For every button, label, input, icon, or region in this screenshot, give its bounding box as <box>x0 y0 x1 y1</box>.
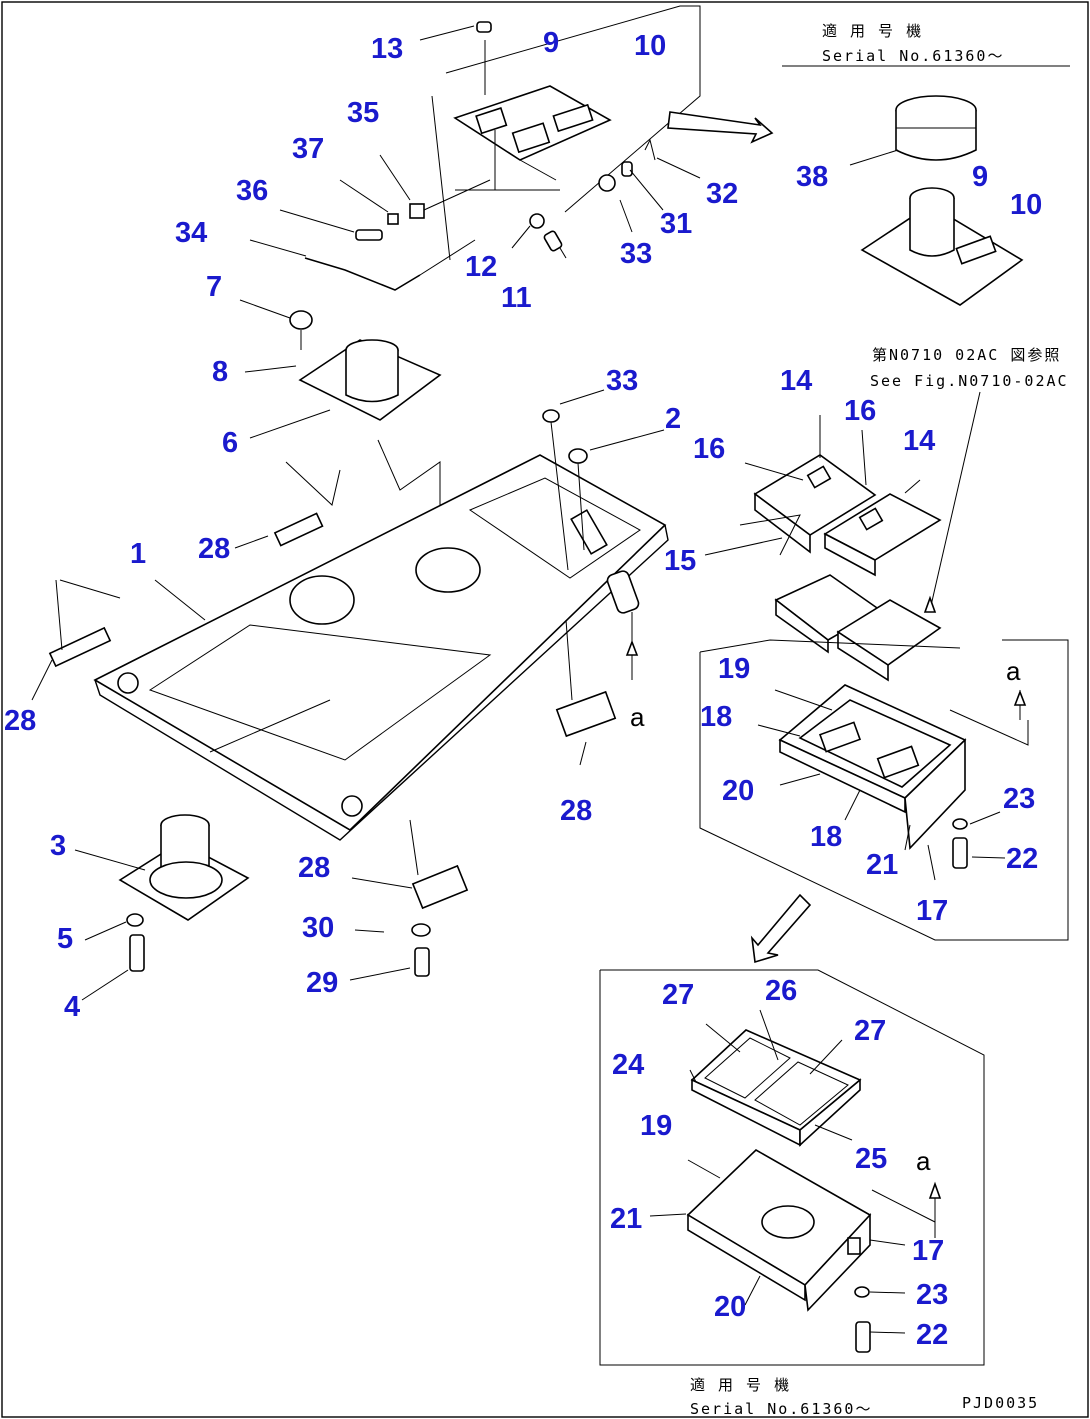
callout-26: 26 <box>765 975 797 1007</box>
callout-28: 28 <box>298 852 330 884</box>
bottom-note-serial: Serial No.61360～ <box>690 1400 872 1418</box>
callout-28: 28 <box>560 795 592 827</box>
top-note-jp: 適 用 号 機 <box>822 22 923 40</box>
right-plate-group <box>849 95 1024 306</box>
callout-27: 27 <box>662 979 694 1011</box>
callout-33: 33 <box>620 238 652 270</box>
callout-19: 19 <box>718 653 750 685</box>
frame-fasteners <box>542 389 665 571</box>
figure-code: PJD0035 <box>962 1394 1039 1412</box>
callout-18: 18 <box>700 701 732 733</box>
callout-14: 14 <box>780 365 812 397</box>
callout-8: 8 <box>212 356 228 388</box>
upper-seal-6 <box>239 299 442 540</box>
callout-9: 9 <box>543 27 559 59</box>
small-fasteners <box>511 138 701 259</box>
callout-31: 31 <box>660 208 692 240</box>
callout-3: 3 <box>50 830 66 862</box>
callout-33: 33 <box>606 365 638 397</box>
callout-1: 1 <box>130 538 146 570</box>
tray-group-14-16: 第N0710 02AC 図参照 See Fig.N0710-02AC <box>704 346 1069 682</box>
callout-37: 37 <box>292 133 324 165</box>
callout-15: 15 <box>664 545 696 577</box>
callout-18: 18 <box>810 821 842 853</box>
callout-32: 32 <box>706 178 738 210</box>
detail-box-lower <box>599 969 985 1366</box>
main-frame-1 <box>59 454 669 841</box>
callout-2: 2 <box>665 403 681 435</box>
detail-box-upper <box>699 639 1069 941</box>
ref-note-en: See Fig.N0710-02AC <box>870 372 1069 390</box>
callout-21: 21 <box>610 1203 642 1235</box>
callout-28: 28 <box>198 533 230 565</box>
callout-9: 9 <box>972 161 988 193</box>
lever-assembly <box>249 154 491 291</box>
callout-19: 19 <box>640 1110 672 1142</box>
hinge-28-parts <box>31 461 617 981</box>
top-serial-note: 適 用 号 機 Serial No.61360～ <box>782 22 1070 67</box>
callout-10: 10 <box>634 30 666 62</box>
view-marker-a: a <box>1006 656 1021 686</box>
callout-29: 29 <box>306 967 338 999</box>
callout-36: 36 <box>236 175 268 207</box>
callout-23: 23 <box>916 1279 948 1311</box>
callout-28: 28 <box>4 705 36 737</box>
callout-25: 25 <box>855 1143 887 1175</box>
callout-7: 7 <box>206 271 222 303</box>
direction-arrow-down <box>750 893 812 964</box>
view-marker-a: a <box>916 1146 931 1176</box>
callout-35: 35 <box>347 97 379 129</box>
callout-38: 38 <box>796 161 828 193</box>
callout-12: 12 <box>465 251 497 283</box>
callout-22: 22 <box>1006 843 1038 875</box>
callout-20: 20 <box>714 1291 746 1323</box>
callout-17: 17 <box>916 895 948 927</box>
bottom-note-jp: 適 用 号 機 <box>690 1376 791 1394</box>
callout-34: 34 <box>175 217 207 249</box>
callout-11: 11 <box>501 282 532 314</box>
callout-30: 30 <box>302 912 334 944</box>
pump-fitting <box>606 570 640 680</box>
callout-16: 16 <box>693 433 725 465</box>
callout-17: 17 <box>912 1235 944 1267</box>
top-note-serial: Serial No.61360～ <box>822 47 1004 65</box>
callout-22: 22 <box>916 1319 948 1351</box>
direction-arrow-right <box>667 111 774 144</box>
callout-4: 4 <box>64 991 80 1023</box>
ref-note-jp: 第N0710 02AC 図参照 <box>872 346 1061 364</box>
upper-plate-group <box>419 5 701 261</box>
callout-5: 5 <box>57 923 73 955</box>
callout-24: 24 <box>612 1049 644 1081</box>
lower-seal-3 <box>74 814 250 1001</box>
callout-16: 16 <box>844 395 876 427</box>
callout-20: 20 <box>722 775 754 807</box>
callout-21: 21 <box>866 849 898 881</box>
callout-13: 13 <box>371 33 403 65</box>
callout-10: 10 <box>1010 189 1042 221</box>
callout-6: 6 <box>222 427 238 459</box>
view-marker-a: a <box>630 702 645 732</box>
callout-23: 23 <box>1003 783 1035 815</box>
callout-14: 14 <box>903 425 935 457</box>
callout-27: 27 <box>854 1015 886 1047</box>
